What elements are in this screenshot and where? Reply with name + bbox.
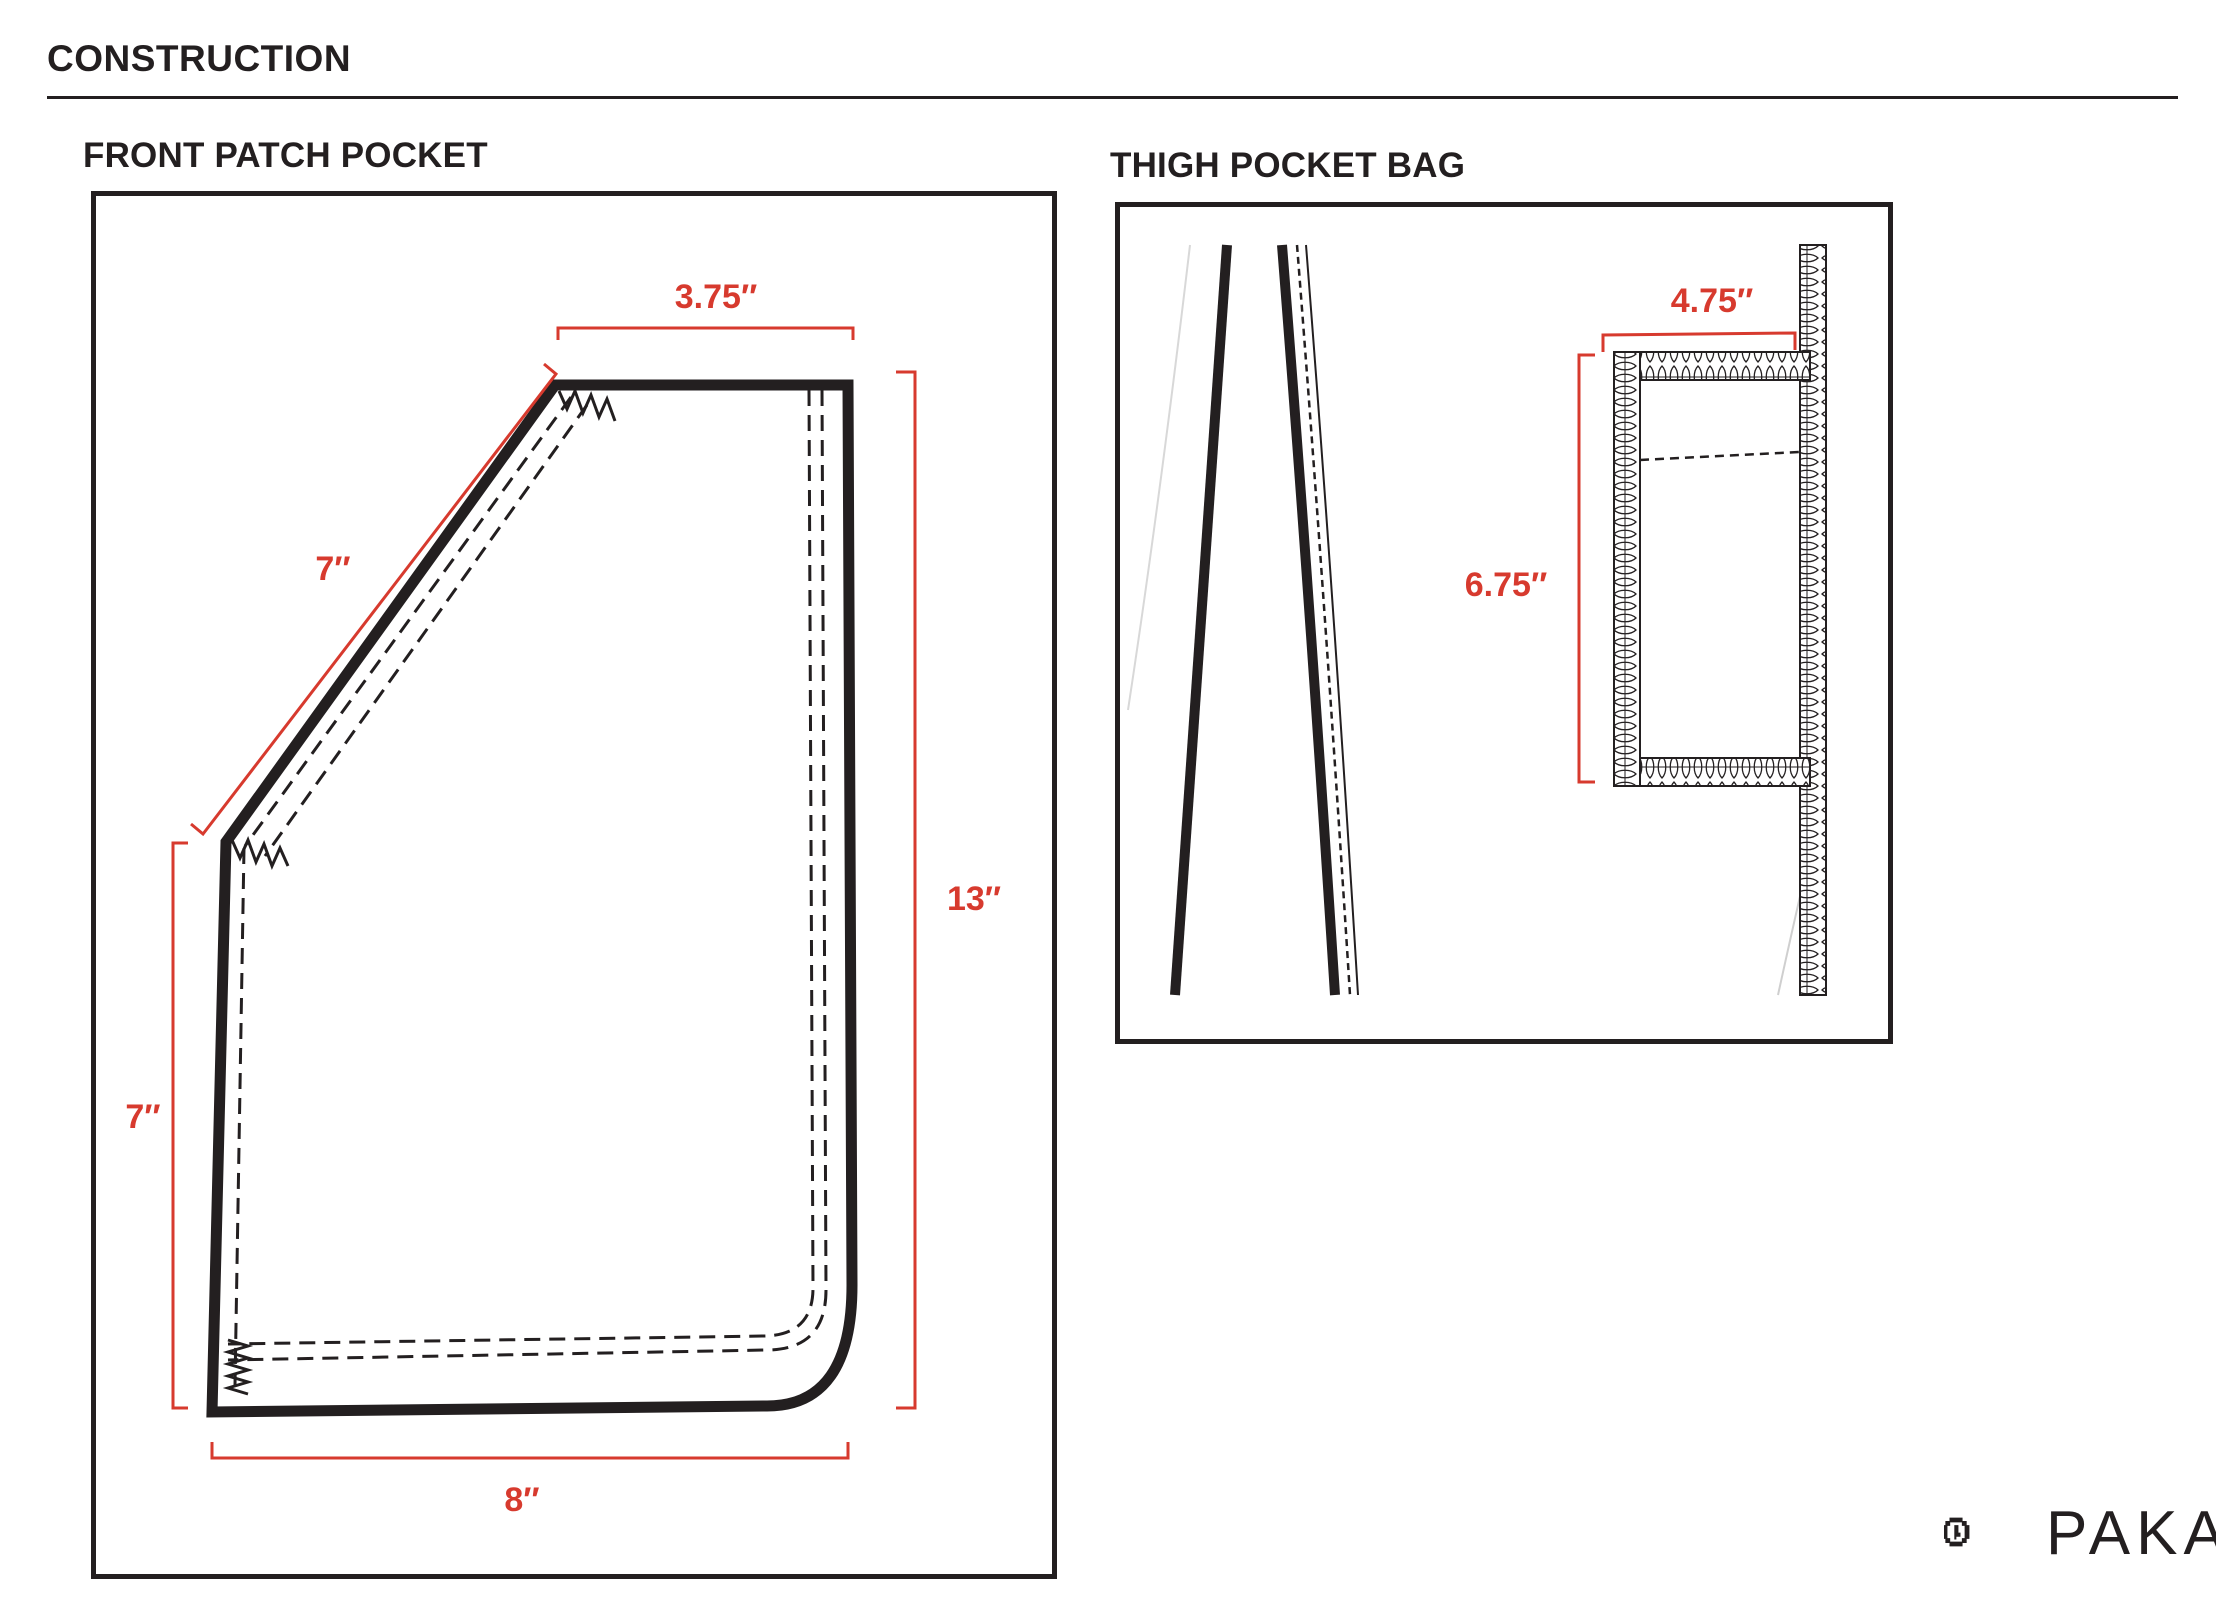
- pocket-bag: [1613, 351, 1811, 787]
- pocket-stitching: [227, 389, 828, 1386]
- brand-name: PAKA: [2046, 1499, 2216, 1568]
- front-patch-pocket-title: FRONT PATCH POCKET: [83, 136, 488, 175]
- bag-height-label: 6.75″: [1465, 566, 1547, 604]
- paka-logo-mark: [1944, 1517, 1970, 1547]
- page-title: CONSTRUCTION: [47, 38, 352, 79]
- thigh-pocket-bag-panel: 4.75″ 6.75″: [1115, 202, 1893, 1044]
- title-divider: [47, 96, 2178, 99]
- dimension-top-label: 3.75″: [675, 278, 757, 316]
- bag-width-label: 4.75″: [1671, 282, 1753, 320]
- thigh-pocket-bag-diagram: 4.75″ 6.75″: [1127, 244, 1827, 996]
- dimension-bottom-label: 8″: [504, 1481, 539, 1519]
- dimension-slant-label: 7″: [315, 550, 350, 588]
- front-patch-pocket-panel: 3.75″ 7″ 7″ 13″ 8″: [91, 191, 1057, 1579]
- dimension-left-label: 7″: [125, 1098, 160, 1136]
- pocket-outline: [206, 379, 858, 1418]
- pocket-bartacks: [222, 386, 617, 1396]
- thigh-pocket-bag-title: THIGH POCKET BAG: [1110, 146, 1466, 185]
- front-patch-pocket-diagram: 3.75″ 7″ 7″ 13″ 8″: [125, 278, 1001, 1519]
- bag-dimension-lines: [1577, 331, 1797, 784]
- pocket-dimension-lines: [171, 326, 917, 1460]
- dimension-right-label: 13″: [947, 880, 1001, 918]
